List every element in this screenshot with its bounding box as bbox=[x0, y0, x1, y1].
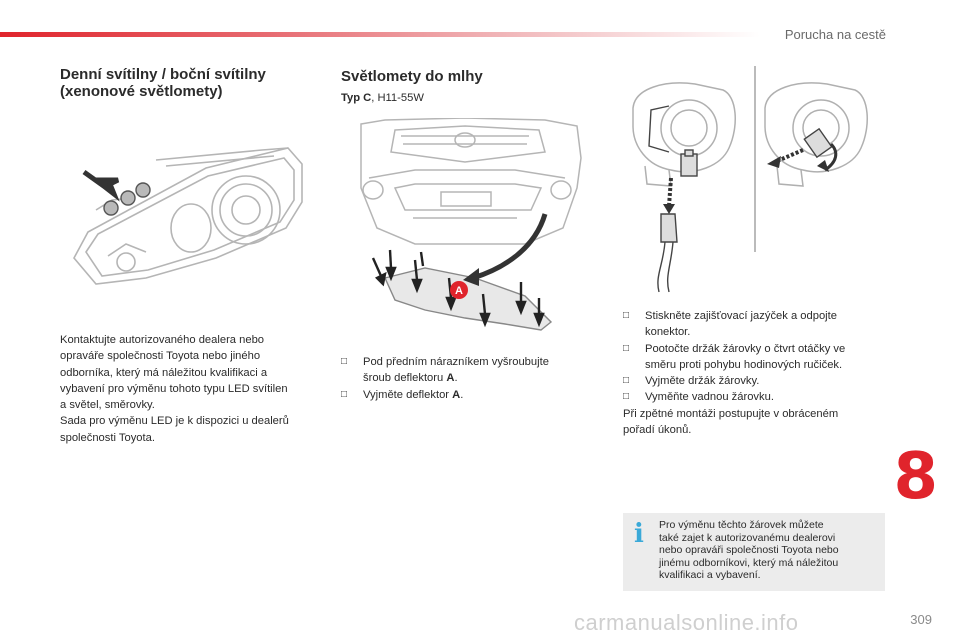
checkbox-icon: □ bbox=[341, 356, 348, 367]
callout-a-label: A bbox=[455, 285, 463, 297]
reassembly-note: Při zpětné montáži postupujte v obrácené… bbox=[623, 407, 839, 437]
header-accent-bar bbox=[0, 32, 760, 37]
callout-a-badge bbox=[450, 281, 468, 299]
info-box: i Pro výměnu těchto žárovek můžete také … bbox=[623, 513, 885, 591]
page-number: 309 bbox=[910, 612, 932, 627]
chapter-title: Porucha na cestě bbox=[784, 27, 886, 42]
fog-steps-list: □ Pod předním nárazníkem vyšroubujte šro… bbox=[341, 354, 611, 403]
bulb-step-2: □ Pootočte držák žárovky o čtvrt otáčky … bbox=[623, 342, 846, 371]
daytime-lights-paragraph: Kontaktujte autorizovaného dealera nebo … bbox=[60, 334, 289, 444]
bulb-step-3: □ Vyjměte držák žárovky. bbox=[623, 373, 903, 389]
deflector-part bbox=[384, 267, 553, 331]
watermark: carmanualsonline.info bbox=[574, 610, 799, 635]
checkbox-icon: □ bbox=[623, 391, 630, 403]
bulb-step-1: □ Stiskněte zajišťovací jazýček a odpojt… bbox=[623, 310, 837, 339]
bulb-steps-list: □ Stiskněte zajišťovací jazýček a odpojt… bbox=[623, 308, 903, 438]
checkbox-icon: □ bbox=[623, 375, 630, 387]
headlamp-illustration bbox=[73, 147, 303, 285]
chapter-number: 8 bbox=[893, 440, 938, 514]
fog-lights-heading: Světlomety do mlhy bbox=[341, 68, 483, 85]
bulb-step-4: □ Vyměňte vadnou žárovku. bbox=[623, 389, 903, 405]
fog-lamp-bulb-illustration bbox=[632, 66, 868, 293]
checkbox-icon: □ bbox=[341, 388, 348, 400]
fog-lights-type: Typ C, H11-55W bbox=[341, 92, 424, 104]
front-bumper-illustration: A bbox=[360, 118, 582, 331]
checkbox-icon: □ bbox=[623, 310, 630, 321]
fog-step-1: □ Pod předním nárazníkem vyšroubujte šro… bbox=[341, 356, 549, 385]
info-icon: i bbox=[634, 519, 644, 549]
info-text: Pro výměnu těchto žárovek můžete také za… bbox=[659, 519, 839, 582]
daytime-lights-heading: Denní svítilny / boční svítilny (xenonov… bbox=[60, 66, 266, 100]
checkbox-icon: □ bbox=[623, 342, 630, 354]
fog-step-2: □ Vyjměte deflektor A. bbox=[341, 387, 611, 403]
